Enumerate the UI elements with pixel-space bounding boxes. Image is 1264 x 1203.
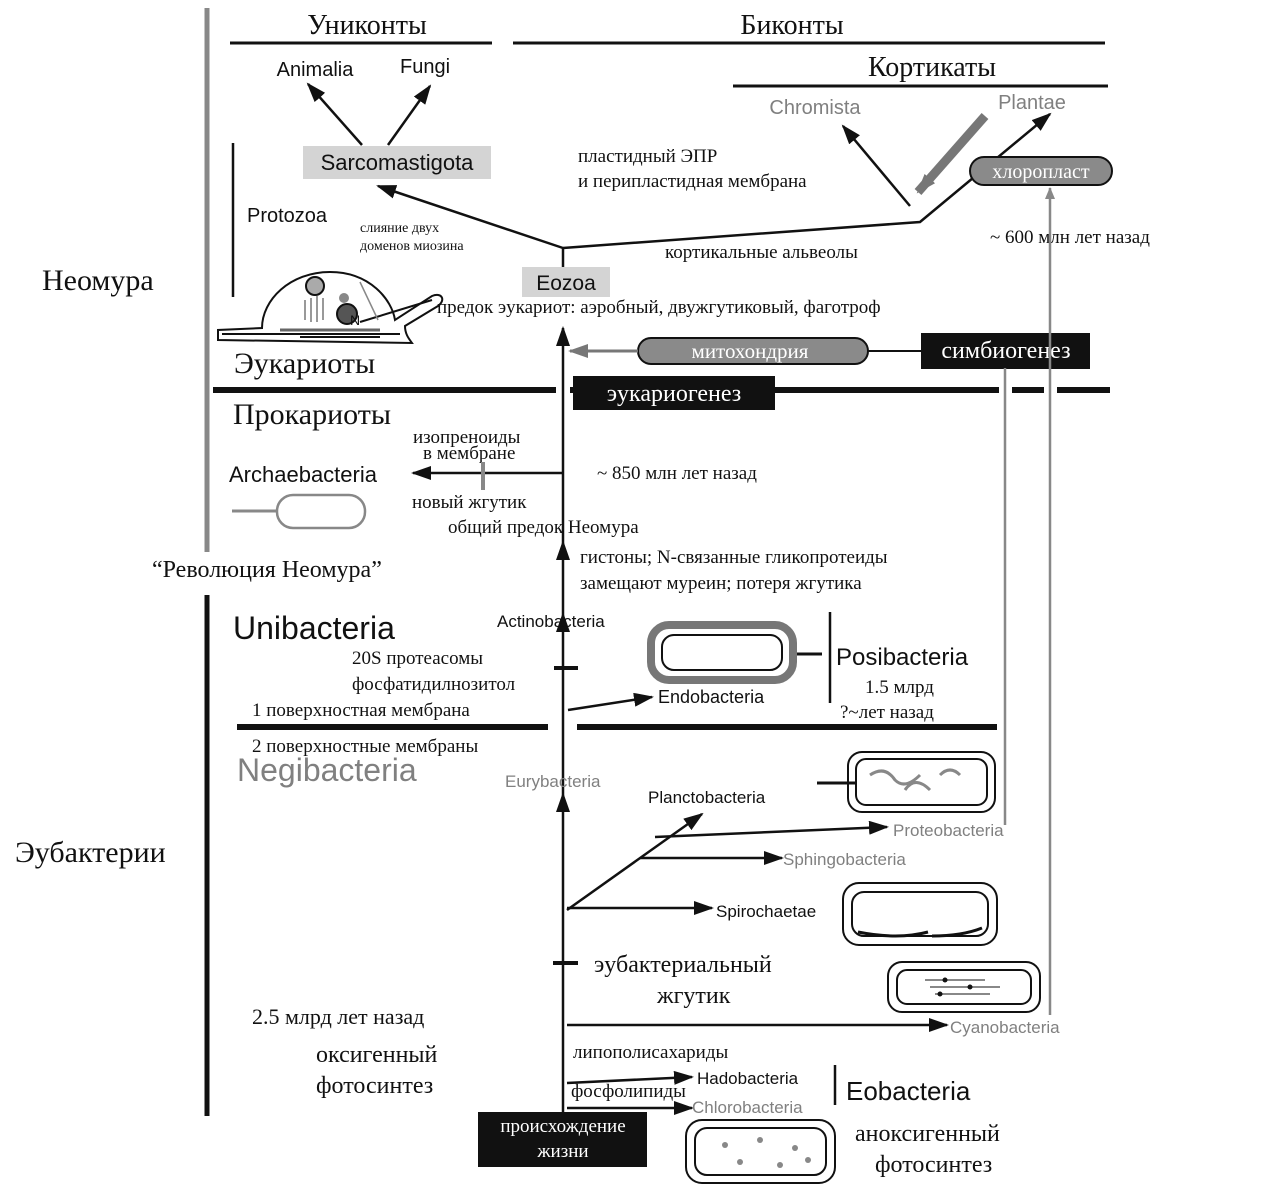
event-phospholipids: фосфолипиды xyxy=(571,1081,686,1102)
posibacteria-cell-inner xyxy=(661,634,783,671)
event-one-membrane: 1 поверхностная мембрана xyxy=(252,700,470,721)
label-posibacteria: Posibacteria xyxy=(836,644,969,671)
event-600mya: ~ 600 млн лет назад xyxy=(990,227,1150,248)
label-spirochaetae: Spirochaetae xyxy=(716,902,816,921)
arrow-hadobacteria xyxy=(566,1070,694,1085)
event-myosin-2: доменов миозина xyxy=(360,239,464,254)
event-alveoli: кортикальные альвеолы xyxy=(665,242,858,263)
arrow-chromista xyxy=(841,124,911,207)
event-anoxygenic-2: фотосинтез xyxy=(875,1152,992,1178)
label-chlorobacteria: Chlorobacteria xyxy=(692,1098,803,1117)
chloroplast-pill xyxy=(969,156,1113,186)
label-eozoa: Eozoa xyxy=(536,272,596,295)
posibacteria-cell-outer xyxy=(647,621,797,684)
label-eukaryogenesis: эукариогенез xyxy=(607,381,742,407)
section-eukaryotes: Эукариоты xyxy=(234,347,375,380)
eukaryote-cell-illustration: N xyxy=(217,270,444,345)
label-unibacteria: Unibacteria xyxy=(233,610,395,646)
event-ancestor: предок эукариот: аэробный, двужгутиковый… xyxy=(437,297,881,318)
label-planctobacteria: Planctobacteria xyxy=(648,788,766,807)
label-hadobacteria: Hadobacteria xyxy=(697,1069,799,1088)
event-isoprenoids-2: в мембране xyxy=(423,443,515,464)
eukaryogenesis-box xyxy=(573,376,775,410)
event-histones-2: замещают муреин; потеря жгутика xyxy=(580,573,862,594)
event-lps: липополисахариды xyxy=(573,1042,729,1063)
label-endobacteria: Endobacteria xyxy=(658,687,765,707)
corticate-branch xyxy=(562,112,1052,250)
event-proteasome: 20S протеасомы xyxy=(352,648,483,669)
event-histones-1: гистоны; N-связанные гликопротеиды xyxy=(580,547,888,568)
archaea-cell xyxy=(275,493,367,530)
symbiogenesis-box xyxy=(921,333,1090,369)
header-unikonts: Униконты xyxy=(307,10,427,41)
event-phosphatidylinositol: фосфатидилнозитол xyxy=(352,674,516,695)
event-850mya: ~ 850 млн лет назад xyxy=(597,463,757,484)
label-archaebacteria: Archaebacteria xyxy=(229,462,378,487)
arrow-animalia xyxy=(306,82,363,146)
section-eubacteria: Эубактерии xyxy=(15,836,166,869)
event-15bya-2: ?~лет назад xyxy=(840,702,934,723)
origin-of-life-box xyxy=(478,1112,647,1167)
arrow-planctobacteria xyxy=(566,812,704,912)
label-chloroplast: хлоропласт xyxy=(992,161,1089,183)
label-protozoa: Protozoa xyxy=(247,205,328,227)
arrow-sarcomastigota xyxy=(376,184,564,250)
arrow-endobacteria xyxy=(567,692,654,712)
arrow-fungi xyxy=(386,84,432,146)
event-plastid-2: и перипластидная мембрана xyxy=(578,171,807,192)
label-eobacteria: Eobacteria xyxy=(846,1076,971,1106)
cyanobacteria-cell xyxy=(887,961,1041,1013)
label-cyanobacteria: Cyanobacteria xyxy=(950,1018,1060,1037)
event-neomura-ancestor: общий предок Неомура xyxy=(448,517,639,538)
event-oxygenic-2: фотосинтез xyxy=(316,1073,433,1099)
chloroplast-transfer-arrow xyxy=(914,113,989,195)
label-sarcomastigota: Sarcomastigota xyxy=(321,150,475,175)
label-chromista: Chromista xyxy=(769,97,861,119)
eozoa-box xyxy=(522,267,610,297)
sarcomastigota-box xyxy=(303,146,491,179)
chlorobacteria-cell xyxy=(685,1119,836,1184)
event-oxygenic-1: оксигенный xyxy=(316,1042,438,1068)
svg-text:N: N xyxy=(350,312,360,328)
planctobacteria-cell xyxy=(817,751,996,813)
event-myosin-1: слияние двух xyxy=(360,221,439,236)
header-bikonts: Биконты xyxy=(740,10,843,41)
header-corticates: Кортикаты xyxy=(868,52,996,83)
event-new-flagellum: новый жгутик xyxy=(412,492,527,513)
label-plantae: Plantae xyxy=(998,92,1066,114)
event-15bya-1: 1.5 млрд xyxy=(865,677,934,698)
label-fungi: Fungi xyxy=(400,56,450,78)
event-flagellum-1: эубактериальный xyxy=(594,952,772,978)
event-anoxygenic-1: аноксигенный xyxy=(855,1121,1000,1147)
event-flagellum-2: жгутик xyxy=(656,983,731,1009)
section-neomura: Неомура xyxy=(42,264,154,297)
spirochaetae-cell xyxy=(842,882,998,946)
label-negibacteria: Negibacteria xyxy=(237,752,417,788)
label-origin-1: происхождение xyxy=(500,1116,625,1137)
event-isoprenoids-1: изопреноиды xyxy=(413,427,521,448)
label-proteobacteria: Proteobacteria xyxy=(893,821,1004,840)
event-plastid-1: пластидный ЭПР xyxy=(578,146,717,167)
arrow-proteobacteria xyxy=(654,820,889,839)
label-actinobacteria: Actinobacteria xyxy=(497,612,605,631)
label-mitochondria: митохондрия xyxy=(692,339,809,363)
section-prokaryotes: Прокариоты xyxy=(233,398,391,431)
label-sphingobacteria: Sphingobacteria xyxy=(783,850,906,869)
event-two-membranes: 2 поверхностные мембраны xyxy=(252,736,478,757)
event-25bya: 2.5 млрд лет назад xyxy=(252,1004,424,1029)
label-animalia: Animalia xyxy=(277,59,355,81)
label-origin-2: жизни xyxy=(536,1141,588,1162)
section-revolution: “Революция Неомура” xyxy=(152,557,382,583)
label-eurybacteria: Eurybacteria xyxy=(505,772,601,791)
